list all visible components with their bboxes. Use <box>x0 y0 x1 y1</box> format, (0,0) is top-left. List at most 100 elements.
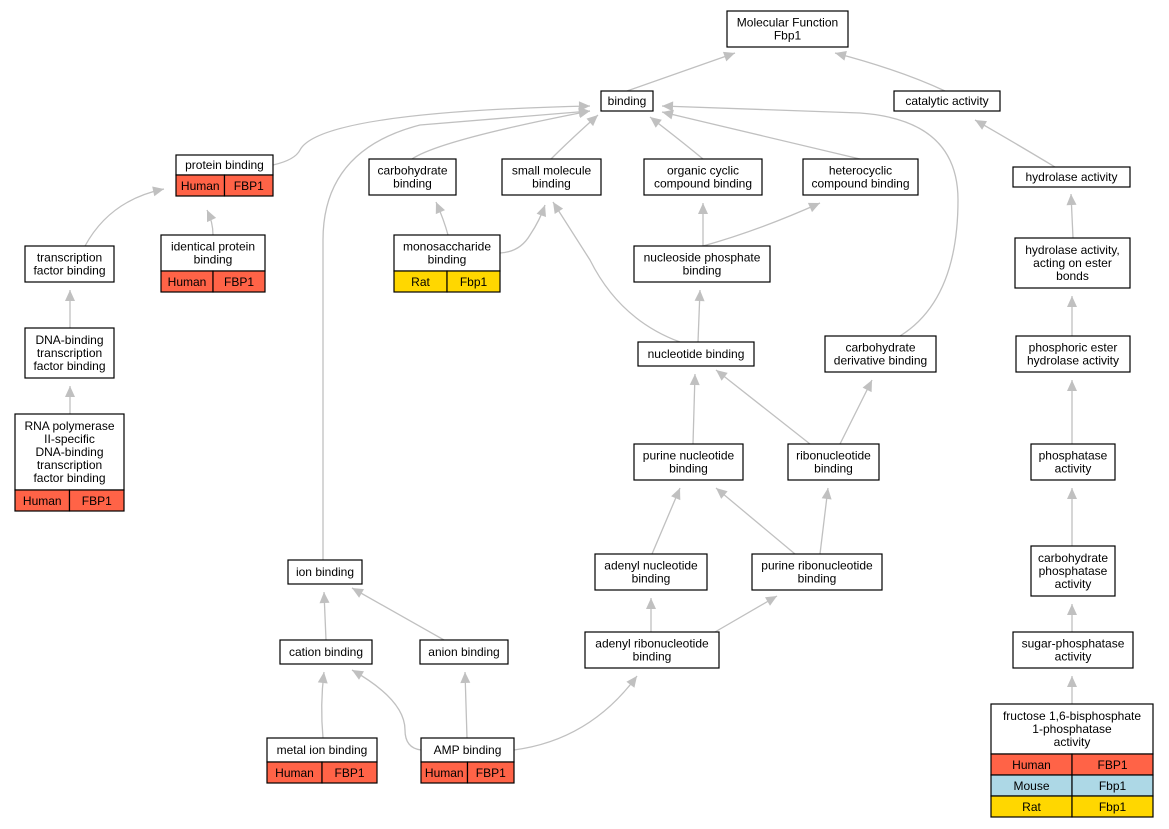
node-label: carbohydrate <box>1038 551 1108 565</box>
edge-hydrolase_ester-to-hydrolase <box>1066 193 1077 239</box>
node-label: binding <box>608 94 647 108</box>
gene-label[interactable]: FBP1 <box>224 275 254 289</box>
node-label: activity <box>1055 577 1092 591</box>
node-box <box>266 737 378 763</box>
edge-arrowhead <box>578 106 590 117</box>
gene-label[interactable]: FBP1 <box>234 179 264 193</box>
gene-label[interactable]: FBP1 <box>82 494 112 508</box>
node-label: DNA-binding <box>35 333 103 347</box>
edge-nucleoside_phosphate-to-heterocyclic <box>702 202 821 247</box>
node-label: derivative binding <box>834 354 927 368</box>
edge-fbp-to-sugar_phosphatase <box>1067 676 1077 704</box>
edge-line <box>714 595 778 633</box>
node-box <box>633 443 744 481</box>
go-term-node-hydrolase[interactable]: hydrolase activity <box>1012 166 1131 188</box>
node-label: anion binding <box>428 645 499 659</box>
gene-label[interactable]: FBP1 <box>1097 758 1127 772</box>
edge-arrowhead <box>1067 380 1077 391</box>
node-label: DNA-binding <box>35 445 103 459</box>
go-term-node-catalytic[interactable]: catalytic activity <box>893 90 1001 112</box>
edge-dna_tf-to-tf_binding <box>65 290 75 328</box>
node-label: catalytic activity <box>905 94 988 108</box>
gene-label[interactable]: FBP1 <box>476 766 506 780</box>
edge-carb_deriv-to-binding <box>661 101 959 337</box>
go-term-node-fbp[interactable]: fructose 1,6-bisphosphate1-phosphataseac… <box>990 703 1154 818</box>
edge-line <box>651 487 681 555</box>
go-term-node-rnap[interactable]: RNA polymeraseII-specificDNA-bindingtran… <box>14 413 125 512</box>
edge-line <box>552 201 681 343</box>
edge-arrowhead <box>646 598 656 609</box>
node-label: binding <box>798 572 837 586</box>
edge-line <box>84 188 165 247</box>
edge-line <box>626 52 736 92</box>
edge-hydrolase-to-catalytic <box>974 119 1056 168</box>
go-term-node-cation[interactable]: cation binding <box>279 639 373 665</box>
node-box <box>1012 166 1131 188</box>
edge-adenyl_ribonuc-to-purine_ribonuc <box>714 595 778 633</box>
go-term-node-ion[interactable]: ion binding <box>287 559 363 585</box>
go-term-node-binding[interactable]: binding <box>600 90 654 112</box>
node-label: compound binding <box>654 177 752 191</box>
node-label: purine ribonucleotide <box>761 559 873 573</box>
node-label: binding <box>669 462 708 476</box>
edge-line <box>715 487 796 555</box>
edge-organic_cyclic-to-binding <box>649 116 704 160</box>
edge-ribonuc-to-nucleotide <box>715 369 811 445</box>
edge-protein_binding-to-binding <box>272 101 591 166</box>
go-term-node-anion[interactable]: anion binding <box>419 639 509 665</box>
node-box <box>637 341 755 367</box>
gene-label[interactable]: FBP1 <box>334 766 364 780</box>
edge-arrowhead <box>586 115 598 127</box>
go-term-node-nucleotide[interactable]: nucleotide binding <box>637 341 755 367</box>
edge-arrowhead <box>352 670 364 680</box>
edge-arrowhead <box>553 202 564 214</box>
edge-line <box>272 105 591 166</box>
node-label: transcription <box>37 458 102 472</box>
edge-monosaccharide-to-carb_binding <box>435 201 449 236</box>
edge-line <box>715 369 811 445</box>
edge-purine_nuc-to-nucleotide <box>689 373 700 445</box>
edge-binding-to-root <box>626 51 736 92</box>
edge-line <box>411 110 591 160</box>
edges-layer <box>65 51 1077 751</box>
node-label: acting on ester <box>1033 256 1112 270</box>
gene-label[interactable]: Fbp1 <box>1099 779 1127 793</box>
node-box <box>594 553 708 591</box>
edge-arrowhead <box>716 488 728 499</box>
node-label: nucleotide binding <box>648 347 745 361</box>
edge-arrowhead <box>650 117 662 128</box>
node-label: factor binding <box>33 471 105 485</box>
node-label: Molecular Function <box>737 16 838 30</box>
gene-label[interactable]: Fbp1 <box>1099 800 1127 814</box>
edge-anion-to-ion <box>351 587 445 641</box>
node-label: Fbp1 <box>774 29 802 43</box>
gene-label[interactable]: Fbp1 <box>460 275 488 289</box>
edge-line <box>974 119 1056 168</box>
